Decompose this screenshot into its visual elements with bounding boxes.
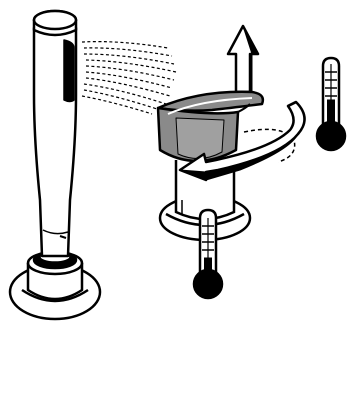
hot-thermo-column: [328, 100, 335, 130]
shower-head-cap: [34, 11, 76, 29]
water-spray-icon: [82, 42, 176, 114]
shower-nozzle-face: [64, 40, 74, 102]
cold-thermo-column: [205, 258, 212, 278]
hand-shower-icon: [10, 11, 100, 319]
up-arrow-icon: [228, 26, 258, 92]
mixer-lever-icon: [158, 92, 263, 161]
lever-face: [176, 118, 224, 159]
hot-thermometer-icon: [317, 58, 345, 150]
